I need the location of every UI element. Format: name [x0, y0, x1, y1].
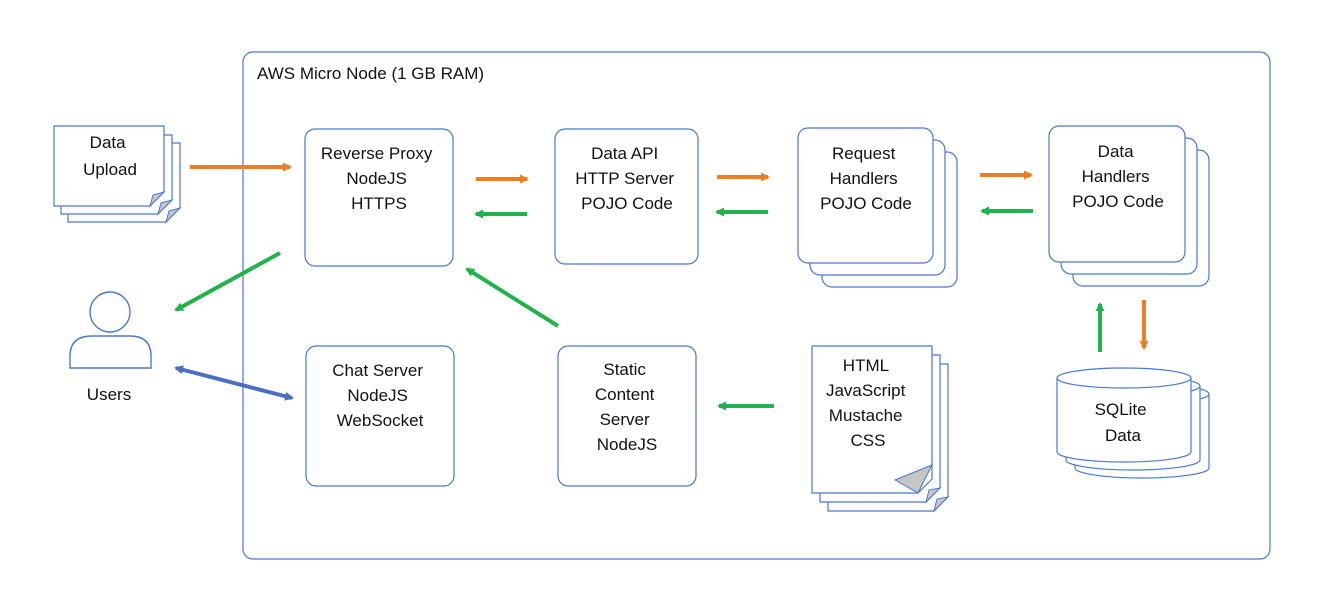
static-content-server-box: Static Content Server NodeJS — [557, 345, 697, 487]
reverse-proxy-label: Reverse Proxy NodeJS HTTPS — [321, 144, 437, 213]
request-handlers-label: Request Handlers POJO Code — [820, 144, 912, 213]
data-handlers-stack: Data Handlers POJO Code — [1048, 125, 1210, 287]
aws-node-frame: AWS Micro Node (1 GB RAM) — [242, 51, 1271, 560]
data-handlers-label: Data Handlers POJO Code — [1072, 142, 1164, 211]
arrow-static-to-proxy — [465, 267, 560, 328]
user-icon — [69, 291, 152, 369]
chat-server-box: Chat Server NodeJS WebSocket — [305, 345, 455, 487]
chat-server-label: Chat Server NodeJS WebSocket — [332, 361, 427, 430]
web-assets-label: HTML JavaScript Mustache CSS — [826, 356, 910, 450]
data-api-label: Data API HTTP Server POJO Code — [575, 144, 679, 213]
users-label: Users — [87, 385, 131, 404]
web-assets-document-stack: HTML JavaScript Mustache CSS — [811, 345, 950, 513]
document-stack-icon — [811, 345, 950, 513]
data-api-box: Data API HTTP Server POJO Code — [554, 128, 699, 265]
database-cylinder-icon — [1056, 367, 1210, 479]
reverse-proxy-box: Reverse Proxy NodeJS HTTPS — [304, 128, 454, 267]
users-actor: Users — [69, 291, 152, 404]
static-content-label: Static Content Server NodeJS — [595, 360, 659, 454]
arrows — [174, 162, 1149, 411]
document-stack-icon — [53, 125, 182, 224]
request-handlers-stack: Request Handlers POJO Code — [797, 127, 958, 288]
arrow-users-chat-bidirectional — [174, 365, 294, 401]
data-upload-label: Data Upload — [83, 133, 137, 179]
sqlite-label: SQLite Data — [1095, 400, 1152, 445]
data-upload-document-stack: Data Upload — [53, 125, 182, 224]
arrow-proxy-to-users — [174, 251, 281, 312]
aws-node-title: AWS Micro Node (1 GB RAM) — [257, 64, 484, 83]
sqlite-database-stack: SQLite Data — [1056, 367, 1210, 479]
